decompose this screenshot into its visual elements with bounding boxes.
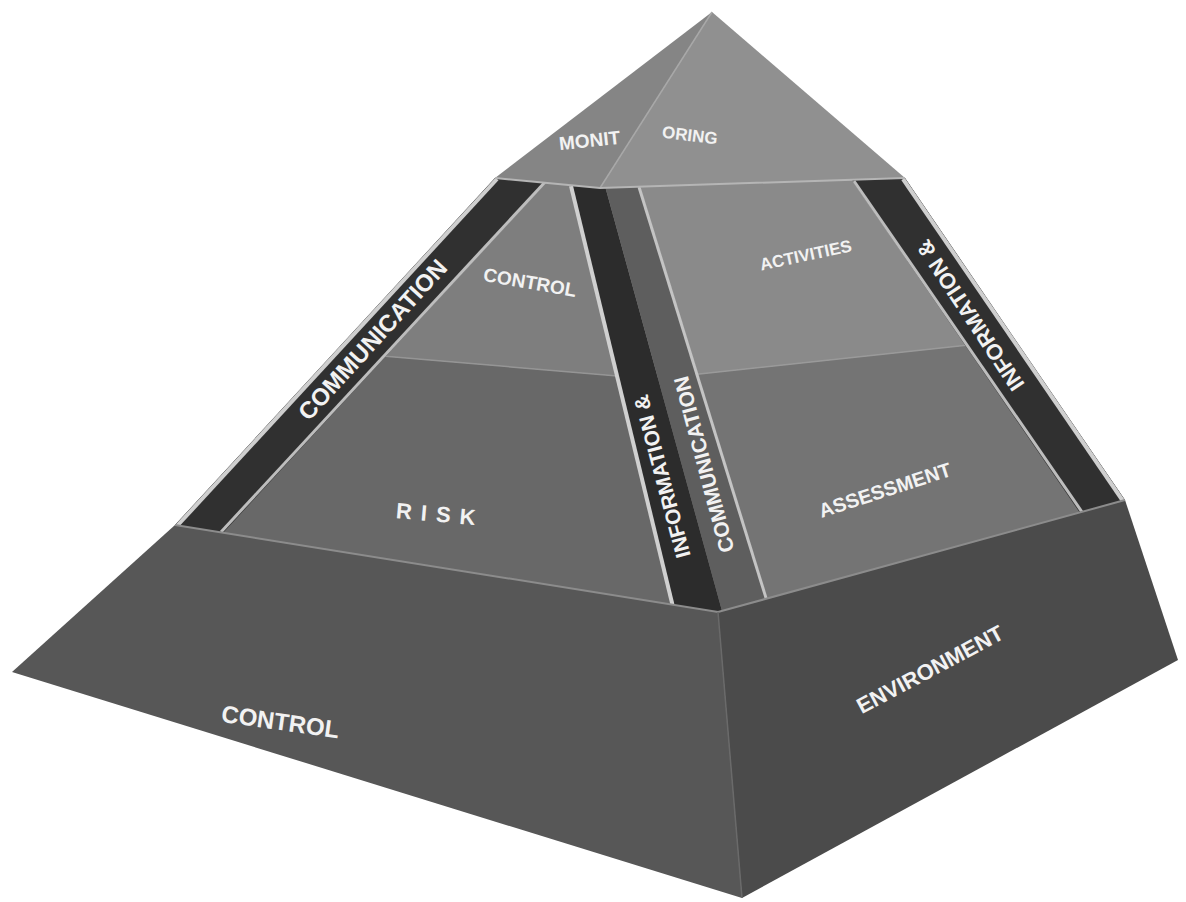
control-environment-left-face xyxy=(12,525,742,898)
layer-seam xyxy=(175,500,1125,612)
information-band xyxy=(175,178,548,533)
band-edge xyxy=(571,186,681,640)
band-edge xyxy=(854,181,1082,512)
band-edge xyxy=(221,181,546,532)
monitoring-right-face xyxy=(600,12,905,188)
layer-seam xyxy=(495,178,905,188)
band-edge xyxy=(639,187,779,640)
pyramid-edge xyxy=(718,612,742,898)
information-band xyxy=(852,178,1125,513)
layer-seam xyxy=(653,340,1015,379)
control-environment-right-face xyxy=(718,500,1178,898)
band-edge xyxy=(177,179,497,526)
pyramid-edge xyxy=(600,12,712,188)
band-edge xyxy=(903,179,1123,501)
information-band xyxy=(605,186,780,640)
